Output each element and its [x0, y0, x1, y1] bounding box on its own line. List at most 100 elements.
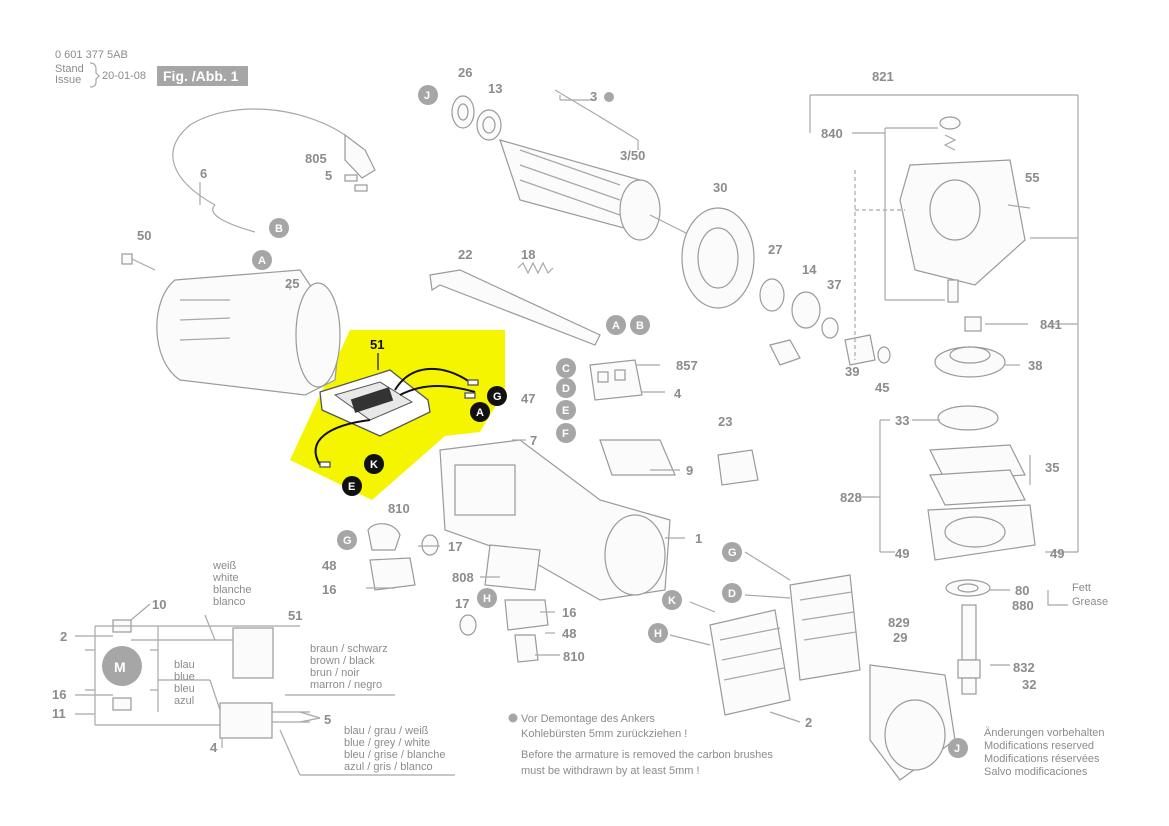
label-2-schematic: 2 [60, 629, 67, 644]
ring-33 [937, 405, 999, 431]
svg-text:A: A [612, 320, 620, 332]
label-5-schematic: 5 [324, 712, 331, 727]
stand-label: Stand [55, 63, 84, 75]
bubble-F [556, 423, 576, 443]
label-1: 1 [695, 531, 702, 546]
label-47: 47 [521, 391, 535, 406]
bubble-E-switch [556, 400, 576, 420]
label-3: 3 [590, 89, 597, 104]
power-cord [172, 108, 376, 233]
insulator-808 [484, 544, 541, 591]
label-48-lower: 48 [562, 626, 576, 641]
bubble-B-switch [630, 315, 650, 335]
svg-text:braun / schwarz: braun / schwarz [310, 643, 388, 655]
svg-text:A: A [476, 407, 484, 419]
svg-text:bleu / grise / blanche: bleu / grise / blanche [344, 749, 446, 761]
svg-text:F: F [562, 428, 569, 440]
spindle-832 [957, 604, 981, 695]
brush-holder-16-upper [369, 557, 416, 591]
label-38: 38 [1028, 358, 1042, 373]
svg-text:white: white [212, 572, 239, 584]
svg-text:D: D [728, 588, 736, 600]
cover-9 [599, 439, 676, 476]
bubble-D-switch [556, 378, 576, 398]
nut-45 [877, 346, 891, 364]
svg-text:Änderungen vorbehalten: Änderungen vorbehalten [984, 727, 1104, 739]
button-23 [717, 449, 759, 486]
ring-27 [759, 278, 785, 312]
svg-text:K: K [668, 595, 676, 607]
motor-housing-25 [121, 253, 341, 396]
label-48-upper: 48 [322, 558, 336, 573]
label-30: 30 [713, 180, 727, 195]
svg-text:weiß: weiß [212, 560, 237, 572]
label-840: 840 [821, 126, 843, 141]
bubble-H-brush [477, 588, 497, 608]
label-9: 9 [686, 463, 693, 478]
label-16-upper: 16 [322, 582, 336, 597]
label-80: 80 [1015, 583, 1029, 598]
svg-text:must be withdrawn by at least: must be withdrawn by at least 5mm ! [521, 765, 700, 777]
svg-text:H: H [483, 593, 491, 605]
bearing-14 [791, 291, 821, 329]
label-828: 828 [840, 490, 862, 505]
switch-4 [589, 359, 643, 401]
fig-label: Fig. /Abb. 1 [163, 68, 239, 84]
bubble-J-guard [948, 738, 968, 758]
svg-text:Modifications reserved: Modifications reserved [984, 740, 1094, 752]
leader-lines [199, 89, 1079, 723]
issue-label: Issue [55, 74, 81, 86]
svg-text:J: J [424, 90, 430, 102]
label-810-lower: 810 [563, 649, 585, 664]
spring-17-upper [421, 534, 439, 556]
svg-text:blanco: blanco [213, 596, 245, 608]
wire-colors-blue-grey-white: blau / grau / weiß blue / grey / white b… [344, 725, 446, 773]
label-4-switch: 4 [674, 386, 682, 401]
label-49-left: 49 [895, 546, 909, 561]
svg-text:G: G [493, 391, 502, 403]
label-810-upper: 810 [388, 501, 410, 516]
label-880: 880 [1012, 598, 1034, 613]
issue-date: 20-01-08 [102, 70, 146, 82]
svg-text:K: K [370, 459, 378, 471]
label-821: 821 [872, 69, 894, 84]
brace [89, 62, 100, 88]
label-49-right: 49 [1050, 546, 1064, 561]
svg-text:blau / grau / weiß: blau / grau / weiß [344, 725, 429, 737]
svg-text:marron / negro: marron / negro [310, 679, 382, 691]
fett-label: Fett [1072, 582, 1091, 594]
bubble-D-stator [722, 583, 742, 603]
bubble-E-module [342, 476, 362, 496]
label-2-stator: 2 [805, 715, 812, 730]
armature-3 [499, 139, 691, 241]
bubble-K-module [364, 454, 384, 474]
label-14: 14 [802, 262, 817, 277]
bubble-K-stator [662, 590, 682, 610]
svg-text:azul: azul [174, 695, 194, 707]
label-50: 50 [137, 228, 151, 243]
svg-text:blue / grey / white: blue / grey / white [344, 737, 430, 749]
header-block: 0 601 377 5AB Stand Issue 20-01-08 Fig. … [55, 49, 248, 88]
electronic-module-51 [314, 353, 479, 468]
svg-text:G: G [728, 547, 737, 559]
bubble-A-switch [606, 315, 626, 335]
label-16-lower: 16 [562, 605, 576, 620]
svg-text:Before the armature is removed: Before the armature is removed the carbo… [521, 749, 773, 761]
bubble-H-stator [648, 623, 668, 643]
svg-text:blau: blau [174, 659, 195, 671]
label-3-50: 3/50 [620, 148, 645, 163]
label-13: 13 [488, 81, 502, 96]
svg-text:B: B [636, 320, 644, 332]
label-27: 27 [768, 242, 782, 257]
letter-bubbles: J B A A B C D E F G H G D K H J G A [252, 85, 968, 758]
brush-810-lower [514, 634, 539, 663]
svg-text:C: C [562, 363, 570, 375]
motor-symbol: M [114, 659, 126, 675]
part-labels: 26 13 3 3/50 805 5 6 50 25 22 18 30 27 1… [52, 65, 1064, 755]
label-37: 37 [827, 277, 841, 292]
label-841: 841 [1040, 317, 1062, 332]
svg-text:blue: blue [174, 671, 195, 683]
svg-text:brun / noir: brun / noir [310, 667, 360, 679]
svg-text:azul / gris / blanco: azul / gris / blanco [344, 761, 433, 773]
grease-label: Grease [1072, 596, 1108, 608]
